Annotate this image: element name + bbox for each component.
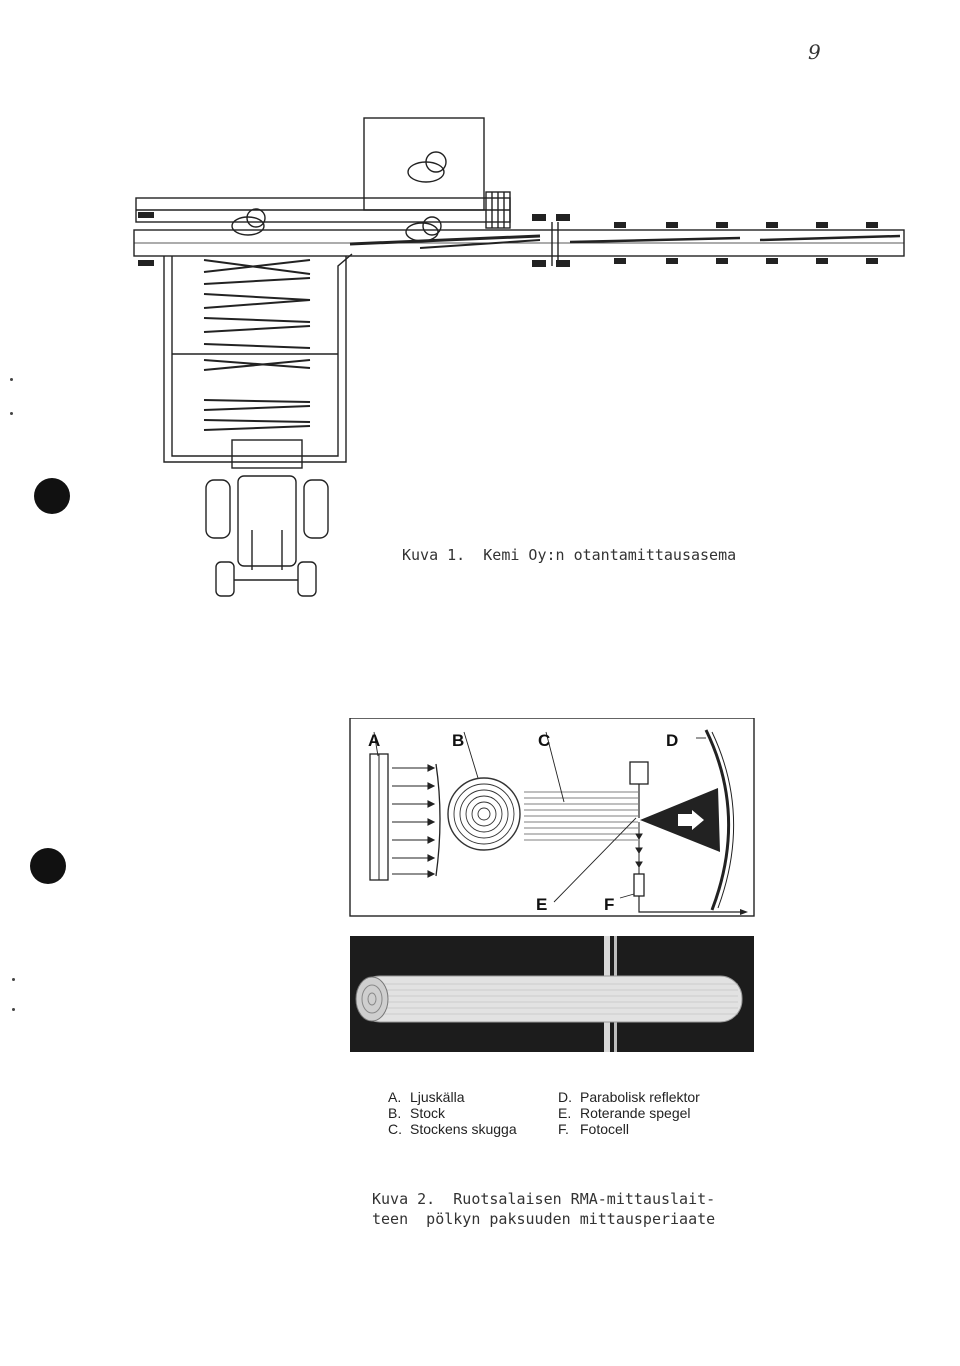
operator-booth <box>363 117 485 211</box>
log-end <box>355 976 389 1022</box>
diagram-label-f: F <box>604 895 614 914</box>
worker-figure <box>422 216 442 236</box>
diagram-label-e: E <box>536 895 547 914</box>
legend-letter: C. <box>388 1121 402 1137</box>
log-photo <box>357 975 743 1023</box>
worker-figure <box>246 208 266 228</box>
log-pit <box>163 256 347 463</box>
figure-2-caption-line-2: teen pölkyn paksuuden mittausperiaate <box>372 1210 716 1228</box>
parabolic-reflector <box>704 729 731 911</box>
figure-2-caption-line-1: Kuva 2. Ruotsalaisen RMA-mittauslait- <box>372 1190 716 1208</box>
legend-letter: F. <box>558 1121 569 1137</box>
figure-2-legend: A. Ljuskälla D. Parabolisk reflektor B. Sto… <box>388 1089 700 1137</box>
scan-speck <box>10 412 13 415</box>
diagram-label-d: D <box>666 731 678 750</box>
punch-hole-mark-top <box>34 478 70 514</box>
legend-text-photocell: Fotocell <box>580 1121 630 1137</box>
legend-text-log: Stock <box>410 1105 446 1121</box>
tractor-body <box>237 475 297 567</box>
legend-row: A. Ljuskälla D. Parabolisk reflektor <box>388 1089 700 1105</box>
legend-row: C. Stockens skugga F. Fotocell <box>388 1121 700 1137</box>
legend-text-reflector: Parabolisk reflektor <box>580 1089 700 1105</box>
figure-1-caption: Kuva 1. Kemi Oy:n otantamittausasema <box>402 546 737 564</box>
scan-speck <box>10 378 13 381</box>
legend-text-mirror: Roterande spegel <box>580 1105 691 1121</box>
legend-row: B. Stock E. Roterande spegel <box>388 1105 700 1121</box>
scan-speck <box>12 1008 15 1011</box>
tractor-wheel <box>205 479 231 539</box>
legend-letter: A. <box>388 1089 402 1105</box>
page-number: 9 <box>808 40 821 64</box>
punch-hole-mark-bottom <box>30 848 66 884</box>
figure-1-measuring-station-drawing <box>133 117 905 597</box>
figure-2-measuring-principle-diagram: A B C D E F <box>349 718 755 1052</box>
legend-letter: B. <box>388 1105 402 1121</box>
legend-letter: E. <box>558 1105 572 1121</box>
diagram-label-a: A <box>368 731 380 750</box>
legend-text-shadow: Stockens skugga <box>410 1121 517 1137</box>
legend-text-light-source: Ljuskälla <box>410 1089 465 1105</box>
reflection-arrow <box>678 810 704 830</box>
log-cross-section <box>447 777 521 851</box>
tractor-wheel <box>303 479 329 539</box>
tractor-crane <box>231 439 303 469</box>
scan-speck <box>12 978 15 981</box>
diagram-label-b: B <box>452 731 464 750</box>
legend-letter: D. <box>558 1089 572 1105</box>
diagram-label-c: C <box>538 731 550 750</box>
